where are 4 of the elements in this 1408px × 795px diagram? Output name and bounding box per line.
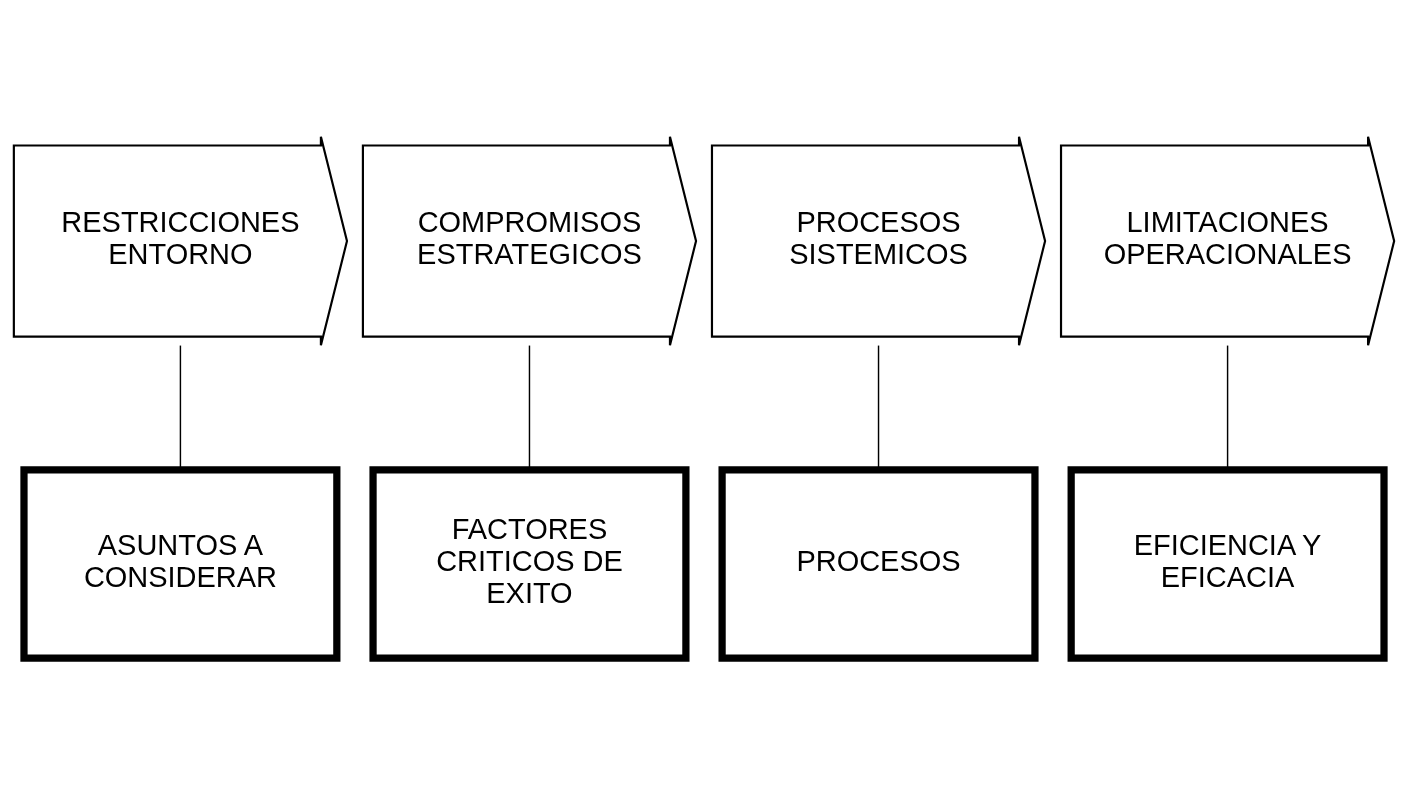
node-box: EFICIENCIA Y EFICACIA [1067,466,1388,662]
node-box: PROCESOS [718,466,1039,662]
node-box: FACTORES CRITICOS DE EXITO [369,466,690,662]
node-box: ASUNTOS A CONSIDERAR [20,466,341,662]
